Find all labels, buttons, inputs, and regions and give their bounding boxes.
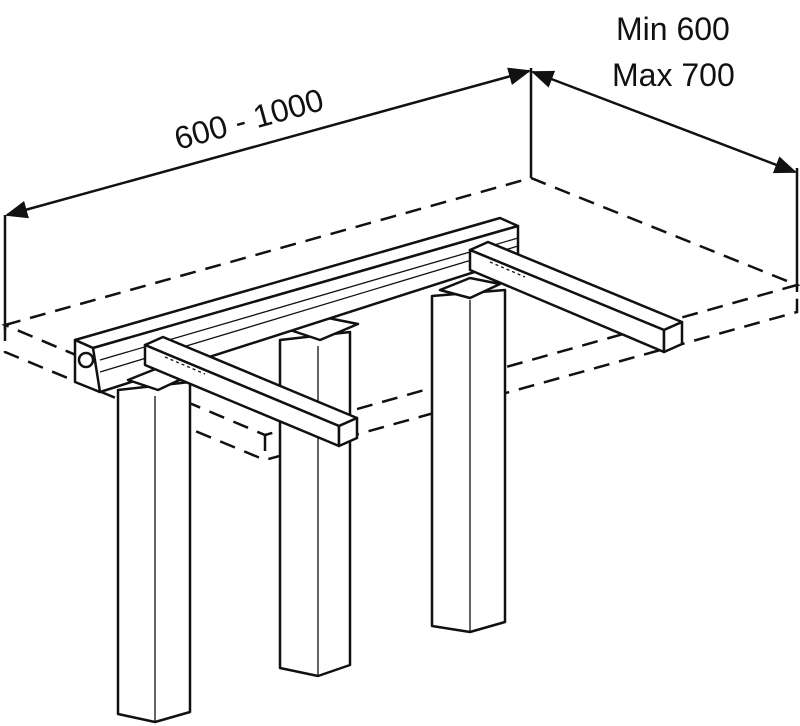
tabletop-outline [1, 176, 800, 462]
leg-middle [278, 316, 360, 678]
width-label: 600 - 1000 [170, 81, 327, 156]
depth-dimension: Min 600 Max 700 [530, 11, 799, 292]
arm-front [143, 335, 359, 448]
width-dimension-arrow [4, 67, 532, 219]
depth-dimension-arrow [530, 70, 798, 174]
leg-back [430, 276, 507, 634]
depth-min-label: Min 600 [616, 11, 730, 47]
support-rail [73, 216, 520, 394]
arm-back [468, 240, 684, 354]
depth-max-label: Max 700 [612, 57, 735, 93]
leg-front [116, 366, 192, 724]
rail-end-cap-icon [77, 351, 95, 369]
